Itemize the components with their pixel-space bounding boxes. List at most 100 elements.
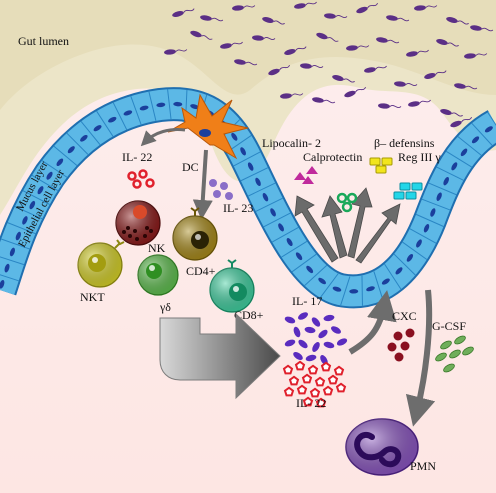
il22-top-molecules xyxy=(127,169,155,189)
epithelial-nucleus xyxy=(15,231,21,241)
bacterium xyxy=(470,25,494,32)
bacterium xyxy=(450,117,473,128)
epithelial-nucleus xyxy=(240,147,246,156)
il17-molecule xyxy=(298,339,308,349)
il22-molecule xyxy=(327,374,339,385)
epithelial-nucleus xyxy=(484,126,493,133)
defensins-label: β– defensins xyxy=(374,136,435,150)
bacterium xyxy=(324,13,348,19)
epithelial-nucleus xyxy=(37,186,44,195)
epithelial-nucleus xyxy=(123,110,133,116)
il22-molecule xyxy=(315,397,327,408)
epithelial-nucleus xyxy=(262,193,269,202)
epithelial-cell-border xyxy=(319,273,339,298)
calprotectin-label: Calprotectin xyxy=(303,150,362,164)
bacterium xyxy=(464,53,488,59)
epithelium-to-pmn-arrow xyxy=(405,289,436,427)
reg3-molecules xyxy=(393,182,423,200)
epithelial-cell-border xyxy=(402,241,428,260)
epithelial-cell-border xyxy=(66,132,89,155)
epithelial-nucleus xyxy=(381,278,390,285)
epithelial-nucleus xyxy=(406,253,414,262)
lipocalin-label: Lipocalin- 2 xyxy=(262,136,321,150)
bacterium xyxy=(220,41,243,49)
il22-molecule xyxy=(301,373,313,384)
epithelial-cell-border xyxy=(22,190,50,205)
defensin-molecules xyxy=(369,157,393,174)
epithelial-cell-border xyxy=(247,182,276,197)
pmn-neutrophil xyxy=(345,418,419,476)
il22-molecule xyxy=(309,387,321,398)
bacterium xyxy=(406,49,429,57)
nkt-label: NKT xyxy=(80,290,105,304)
il17-molecule xyxy=(284,339,296,347)
epithelial-nucleus xyxy=(460,148,468,157)
epithelial-nucleus xyxy=(9,247,15,257)
epithelial-cell-border xyxy=(281,240,308,258)
cxc-label: CXC xyxy=(392,309,417,323)
epithelial-cell-border xyxy=(291,253,317,273)
il22-molecule xyxy=(282,364,294,375)
il17-label: IL- 17 xyxy=(292,294,322,308)
gut-lumen xyxy=(0,0,496,110)
cd8-t-cell xyxy=(209,259,255,313)
bacterium xyxy=(356,3,379,14)
il22-molecule xyxy=(294,360,306,371)
bacterium xyxy=(408,99,431,107)
epithelial-nucleus xyxy=(443,177,449,186)
epithelial-nucleus xyxy=(80,134,88,142)
bacterium xyxy=(394,81,418,87)
il23-molecules xyxy=(209,179,233,200)
epithelial-nucleus xyxy=(93,125,102,132)
epithelial-cell-border xyxy=(0,256,25,266)
bacterium xyxy=(436,39,459,47)
il17-molecule xyxy=(312,342,320,352)
bacterium xyxy=(234,59,258,66)
epithelial-cell-border xyxy=(415,213,444,227)
epithelial-nucleus xyxy=(0,279,5,289)
epithelial-nucleus xyxy=(247,162,254,171)
il22-bottom-label: IL- 22 xyxy=(296,396,326,410)
il17-molecule xyxy=(304,326,316,334)
gut-lumen-label: Gut lumen xyxy=(18,34,69,48)
bacterium xyxy=(454,83,478,90)
il17-molecule xyxy=(293,326,301,338)
epithelial-nucleus xyxy=(190,104,199,110)
pmn-label: PMN xyxy=(410,459,436,473)
bacterium xyxy=(252,35,276,41)
il22-bottom-molecules xyxy=(282,360,347,408)
gcsf-molecules xyxy=(435,335,474,373)
gamma-delta-label: γδ xyxy=(159,300,171,314)
epithelial-cell-border xyxy=(80,121,101,146)
bacterium xyxy=(164,49,188,55)
il17-molecules xyxy=(284,312,348,365)
lipocalin-molecules xyxy=(294,166,318,184)
epithelial-nucleus xyxy=(278,223,284,232)
bacterium xyxy=(232,5,256,11)
bacterium xyxy=(346,45,370,51)
epithelial-nucleus xyxy=(29,200,36,210)
bacterium xyxy=(294,1,317,9)
epithelial-nucleus xyxy=(430,208,436,217)
dc-to-cd4-arrow xyxy=(192,149,213,220)
epithelial-nucleus xyxy=(451,162,458,171)
epithelial-cell-border xyxy=(393,253,416,276)
epithelial-cell-border xyxy=(255,197,283,212)
bacterium xyxy=(344,87,367,98)
epithelial-cell-border xyxy=(0,238,30,250)
nk-label: NK xyxy=(148,241,166,255)
gamma-delta-t-cell xyxy=(137,254,179,296)
epithelial-nucleus xyxy=(416,239,422,248)
bacterium xyxy=(386,15,410,22)
il22-molecule xyxy=(283,386,295,397)
il17-molecule xyxy=(311,317,321,327)
epithelial-cell-border xyxy=(96,110,114,137)
bacterium xyxy=(312,97,336,104)
bacterium xyxy=(172,8,195,17)
bacterium xyxy=(300,63,324,69)
epithelial-cell-border xyxy=(148,91,157,121)
bacterium xyxy=(414,5,438,11)
epithelial-cell-border xyxy=(14,206,43,220)
il17-molecule xyxy=(318,329,328,339)
bacterium xyxy=(440,109,463,117)
